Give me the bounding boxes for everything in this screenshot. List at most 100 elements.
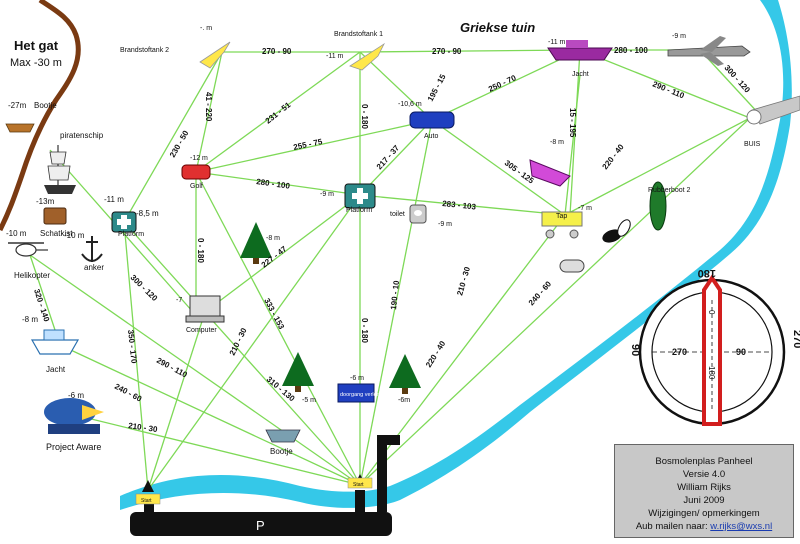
tap-label: Tap xyxy=(556,213,567,220)
bearing-label: 220 - 40 xyxy=(600,142,626,171)
bearing-label: 280 - 100 xyxy=(614,46,648,55)
bearing-label: 231 - 51 xyxy=(264,100,293,126)
email-link[interactable]: w.rijks@wxs.nl xyxy=(710,521,773,532)
bearing-label: 270 - 90 xyxy=(432,47,462,56)
start-right-label: Start xyxy=(353,482,364,488)
doorgang-depth: -6 m xyxy=(350,375,364,382)
info-line5: Wijzigingen/ opmerkingem xyxy=(648,508,760,519)
lifeboat-icon[interactable] xyxy=(529,159,571,187)
tree2-depth: -5 m xyxy=(302,397,316,404)
bootje-top-depth: -27m xyxy=(8,101,27,110)
entry-path-right xyxy=(355,490,365,514)
bearing-label: 240 - 60 xyxy=(527,279,554,307)
west-shore xyxy=(0,0,81,232)
rubber-boat-icon[interactable] xyxy=(649,181,667,231)
parking-bar xyxy=(130,512,392,536)
computer-depth: -7 xyxy=(176,297,182,304)
propeller-icon[interactable] xyxy=(601,218,633,245)
entry-path xyxy=(377,435,400,512)
helikopter-depth: -10 m xyxy=(6,229,27,238)
bearing-label: 220 - 40 xyxy=(424,339,447,369)
bearing-label: 290 - 110 xyxy=(651,80,686,101)
project-aware-label: Project Aware xyxy=(46,442,101,452)
start-marker-right[interactable] xyxy=(347,474,373,489)
bearing-label: 195 - 15 xyxy=(426,72,448,103)
compass xyxy=(638,274,786,426)
fuel-tank-1-icon[interactable] xyxy=(349,42,386,71)
info-line3: William Rijks xyxy=(677,482,731,493)
compass-north: 180 xyxy=(698,267,716,279)
rubberboot-label: Rubberboot 2 xyxy=(648,187,691,194)
bootje-bottom-label: Bootje xyxy=(270,447,293,456)
car-icon[interactable] xyxy=(409,111,455,129)
anker-label: anker xyxy=(84,263,104,272)
fuel-tank-2-depth: -. m xyxy=(200,25,212,32)
bearing-label: 210 - 30 xyxy=(128,421,159,434)
yacht-left-icon[interactable] xyxy=(30,329,80,355)
bearing-label: 290 - 110 xyxy=(155,356,189,380)
entry-path-left xyxy=(144,496,154,514)
bearing-label: 0 - 180 xyxy=(196,238,205,263)
treasure-chest-icon[interactable] xyxy=(43,207,67,225)
toilet-icon[interactable] xyxy=(409,204,427,224)
start-left-label: Start xyxy=(141,498,152,504)
doorgang-sign[interactable] xyxy=(337,383,375,403)
bearing-label: 255 - 75 xyxy=(293,137,324,152)
area-title: Het gat xyxy=(14,38,59,53)
project-aware-depth: -6 m xyxy=(68,391,84,400)
project-aware-logo[interactable] xyxy=(44,398,104,434)
tap-depth: -7 m xyxy=(578,205,592,212)
fuel-tank-2-icon[interactable] xyxy=(199,41,231,69)
golf-car-icon[interactable] xyxy=(181,164,211,180)
platform-left-depth: -11 m xyxy=(104,195,124,204)
bearing-label: 280 - 100 xyxy=(256,177,291,191)
fuel-tank-1-label: Brandstoftank 1 xyxy=(334,31,383,38)
shoreline-bottom-inner xyxy=(120,0,800,544)
computer-label: Computer xyxy=(186,327,217,334)
compass-west: 90 xyxy=(629,344,641,356)
airplane-depth: -9 m xyxy=(672,33,686,40)
fuel-tank-2-label: Brandstoftank 2 xyxy=(120,47,169,54)
anchor-icon[interactable] xyxy=(81,236,103,262)
tree-icon xyxy=(389,354,421,394)
compass-needle-bottom: 180 xyxy=(707,366,716,380)
doorgang-label: doorgang verloren xyxy=(340,392,385,398)
golf-depth: -12 m xyxy=(190,155,208,162)
tree3-depth: -6m xyxy=(398,397,410,404)
helicopter-icon[interactable] xyxy=(8,242,48,257)
gas-bottle-icon[interactable] xyxy=(559,259,585,273)
start-marker-left[interactable] xyxy=(135,480,161,505)
auto-depth: -10,6 m xyxy=(398,101,422,108)
tap-icon[interactable] xyxy=(541,211,583,239)
pipe-icon[interactable] xyxy=(746,95,800,125)
platform-left-depth2: -8,5 m xyxy=(136,209,159,218)
bearing-label: 270 - 90 xyxy=(262,47,292,56)
bearing-label: 350 - 170 xyxy=(126,329,139,364)
platform-mid-depth: -9 m xyxy=(320,191,334,198)
compass-needle-top: 0 xyxy=(707,310,716,315)
platform-left-label: Platform xyxy=(118,231,144,238)
compass-west-inner: 270 xyxy=(672,347,687,357)
compass-east: 270 xyxy=(791,330,800,348)
lifeboat-depth: -8 m xyxy=(550,139,564,146)
info-line2: Versie 4.0 xyxy=(682,469,726,480)
boat-icon[interactable] xyxy=(5,123,35,133)
bearing-label: 41 - 220 xyxy=(204,92,213,122)
computer-icon[interactable] xyxy=(185,295,225,323)
bearing-label: 250 - 70 xyxy=(487,73,518,94)
bearing-label: 190 - 10 xyxy=(389,280,401,311)
airplane-icon[interactable] xyxy=(667,36,751,66)
info-line1: Bosmolenplas Panheel xyxy=(655,456,753,467)
platform-mid-icon[interactable] xyxy=(344,183,376,209)
buis-label: BUIS xyxy=(744,141,761,148)
auto-label: Auto xyxy=(424,133,439,140)
platform-left-icon[interactable] xyxy=(111,211,137,233)
helikopter-label: Helikopter xyxy=(14,271,50,280)
yacht-right-icon[interactable] xyxy=(547,40,613,61)
boat-bottom-icon[interactable] xyxy=(265,429,301,443)
pirate-ship-icon[interactable] xyxy=(44,145,76,194)
bearing-label: 230 - 50 xyxy=(168,129,191,159)
bearing-label: 217 - 37 xyxy=(375,143,402,171)
map-title: Griekse tuin xyxy=(460,20,535,35)
